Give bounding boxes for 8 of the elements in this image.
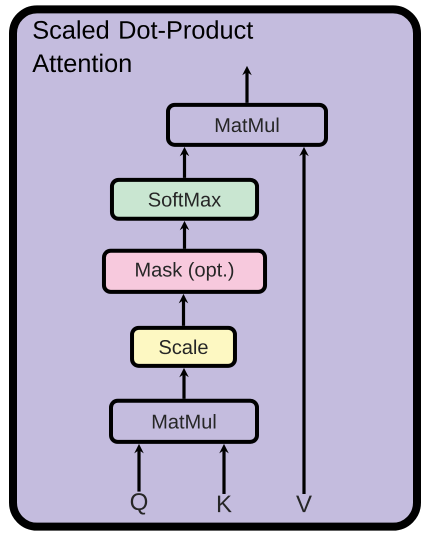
input-label: K [218,496,232,512]
softmax-box: SoftMax [110,178,260,221]
matmul-box: MatMul [166,102,328,147]
input-label: V [296,496,312,512]
mask-box: Mask (opt.) [102,248,268,294]
scale-box: Scale [130,326,237,368]
matmul-box: MatMul [109,398,259,444]
input-label: Q [130,493,148,514]
